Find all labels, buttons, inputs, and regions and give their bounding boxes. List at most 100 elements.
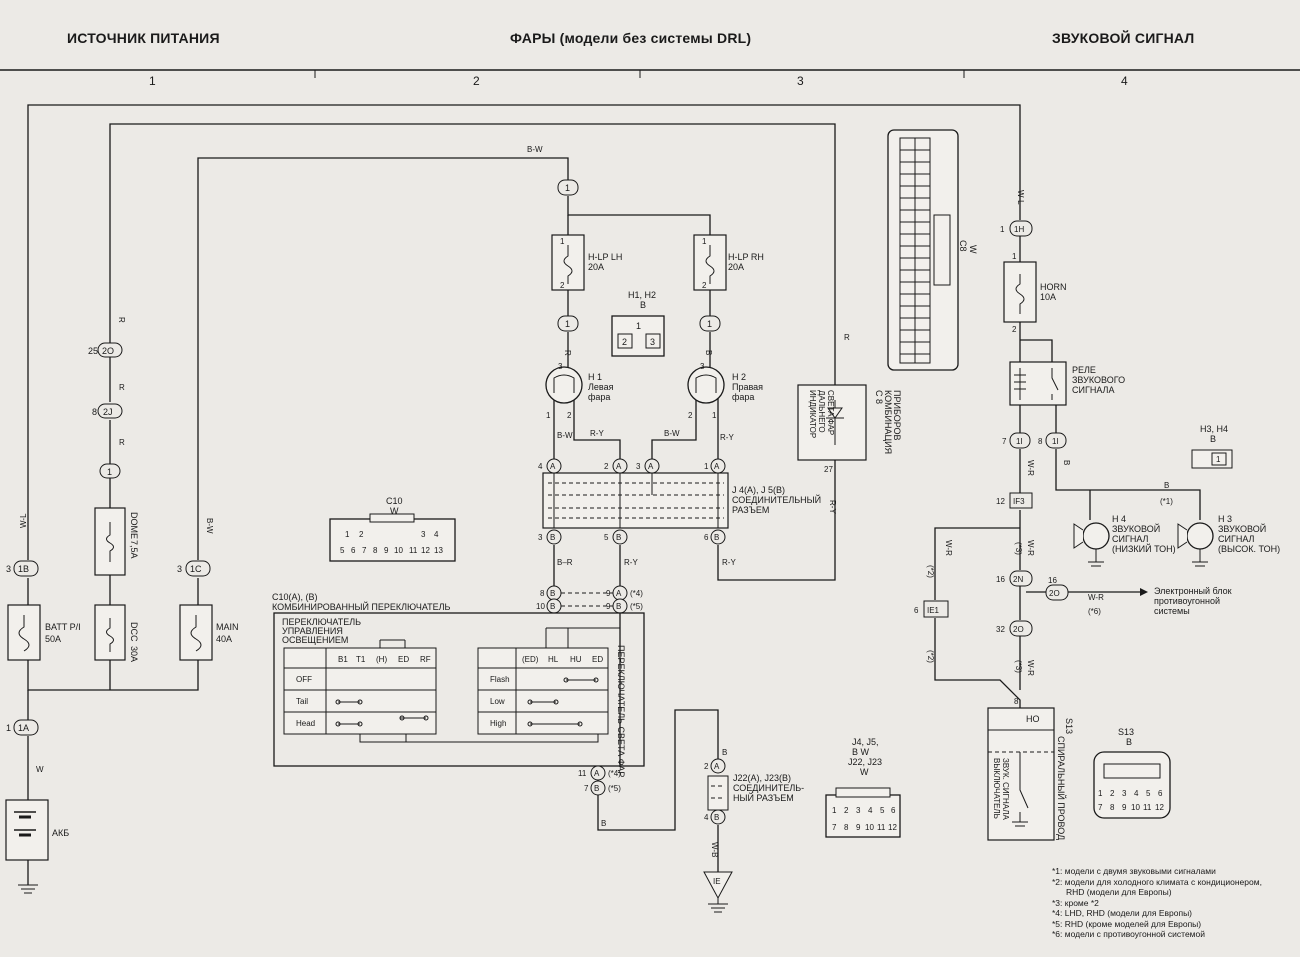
- svg-text:1: 1: [6, 723, 11, 733]
- wire-label-r: R: [117, 317, 126, 323]
- wire-label-r2: R: [119, 383, 125, 392]
- svg-text:9: 9: [606, 602, 611, 611]
- marker-3b: (*3): [1014, 660, 1023, 673]
- light-row-tail: Tail: [296, 697, 308, 706]
- svg-text:2O: 2O: [1013, 625, 1024, 634]
- connector-2j: 2J 8: [92, 403, 123, 419]
- connector-h3-h4-icon: 1: [1191, 449, 1233, 469]
- light-col-rf: RF: [420, 655, 431, 664]
- svg-text:3: 3: [538, 533, 543, 542]
- battery-symbol: [5, 799, 49, 861]
- marker-3a: (*3): [1014, 542, 1023, 555]
- svg-text:4: 4: [434, 530, 439, 539]
- h1-name2: фара: [588, 392, 610, 402]
- battery-label: АКБ: [52, 828, 69, 838]
- connector-1-right: 1: [699, 315, 721, 332]
- svg-text:9: 9: [606, 589, 611, 598]
- svg-text:8: 8: [540, 589, 545, 598]
- svg-text:2: 2: [704, 762, 709, 771]
- svg-text:2: 2: [1012, 325, 1017, 334]
- beam-col-hl: HL: [548, 655, 559, 664]
- h4-l2: СИГНАЛ: [1112, 534, 1149, 544]
- fuse-dcc-rating: 30A: [129, 646, 139, 662]
- svg-text:2N: 2N: [1013, 575, 1023, 584]
- svg-text:1: 1: [707, 319, 712, 329]
- svg-text:A: A: [714, 762, 720, 771]
- svg-text:A: A: [594, 769, 600, 778]
- svg-text:B: B: [594, 784, 599, 793]
- column-number-4: 4: [1121, 74, 1128, 88]
- svg-text:1: 1: [565, 183, 570, 193]
- marker-5a: (*5): [630, 602, 643, 611]
- light-col-b1: B1: [338, 655, 348, 664]
- svg-text:1B: 1B: [18, 564, 29, 574]
- svg-text:IE: IE: [713, 877, 721, 886]
- footnotes: *1: модели с двумя звуковыми сигналами *…: [1052, 866, 1262, 940]
- fuse-dcc-name: DCC: [129, 622, 139, 642]
- svg-text:2O: 2O: [1049, 589, 1060, 598]
- footnote-3: *3: кроме *2: [1052, 897, 1099, 908]
- svg-text:32: 32: [996, 625, 1005, 634]
- h3-l1: ЗВУКОВОЙ: [1218, 523, 1266, 534]
- svg-text:1: 1: [560, 237, 565, 246]
- svg-text:3: 3: [636, 462, 641, 471]
- svg-text:1: 1: [1000, 225, 1005, 234]
- beam-switch-label: ПЕРЕКЛЮЧАТЕЛЬ СВЕТА ФАР: [616, 645, 626, 777]
- fuse-hlp-rh-rating: 20A: [728, 262, 744, 272]
- fuse-batt-rating: 50A: [45, 634, 61, 644]
- s13-conn-id: S13: [1118, 727, 1134, 737]
- wire-label-wr-c: W-R: [1026, 660, 1035, 676]
- svg-text:1: 1: [1216, 455, 1221, 464]
- h4-id: H 4: [1112, 514, 1126, 524]
- fuse-batt-name: BATT P/I: [45, 622, 81, 632]
- svg-text:11: 11: [877, 823, 886, 832]
- s13-pin-ho: HO: [1026, 714, 1040, 724]
- h4-l1: ЗВУКОВОЙ: [1112, 523, 1160, 534]
- svg-text:2: 2: [1110, 789, 1115, 798]
- svg-text:5: 5: [1146, 789, 1151, 798]
- h2-name2: фара: [732, 392, 754, 402]
- wire-label-wr-d: W-R: [944, 540, 953, 556]
- j4-j5-label: J 4(A), J 5(B): [732, 485, 785, 495]
- svg-text:16: 16: [1048, 576, 1057, 585]
- svg-text:2: 2: [688, 411, 693, 420]
- h4-l3: (НИЗКИЙ ТОН): [1112, 543, 1176, 554]
- svg-text:4: 4: [868, 806, 873, 815]
- svg-text:2: 2: [622, 337, 627, 347]
- h1-name1: Левая: [588, 382, 614, 392]
- j-conn-l2: B W: [852, 747, 870, 757]
- svg-text:3: 3: [1122, 789, 1127, 798]
- wire-label-wr-b: W-R: [1026, 540, 1035, 556]
- wire-label-wb: W-B: [710, 842, 719, 857]
- wire-label-b-low: B: [601, 819, 606, 828]
- svg-text:5: 5: [340, 546, 345, 555]
- svg-text:A: A: [714, 462, 720, 471]
- fuse-dcc: [94, 604, 126, 661]
- footnote-4: *4: LHD, RHD (модели для Европы): [1052, 908, 1193, 918]
- svg-text:12: 12: [996, 497, 1005, 506]
- svg-text:1: 1: [565, 319, 570, 329]
- relay-l1: РЕЛЕ: [1072, 365, 1096, 375]
- connector-h1-h2-icon: 2 3 1: [611, 315, 665, 357]
- svg-text:1: 1: [704, 462, 709, 471]
- fuse-horn-rating: 10A: [1040, 292, 1056, 302]
- fuse-horn-name: HORN: [1040, 282, 1067, 292]
- svg-text:6: 6: [891, 806, 896, 815]
- column-number-2: 2: [473, 74, 480, 88]
- connector-1i-a: 1I 7: [1002, 432, 1031, 449]
- connector-1-top: 1: [557, 179, 579, 196]
- fuse-main: [179, 604, 213, 661]
- svg-text:8: 8: [1110, 803, 1115, 812]
- svg-text:4: 4: [538, 462, 543, 471]
- indicator-l2: ДАЛЬНЕГО: [817, 390, 826, 433]
- immob-l2: противоугонной: [1154, 596, 1220, 606]
- svg-text:25: 25: [88, 346, 98, 356]
- svg-text:2: 2: [567, 411, 572, 420]
- connector-1c: 1C 3: [177, 560, 211, 577]
- svg-text:1I: 1I: [1052, 437, 1059, 446]
- indicator-l3: СВЕТА ФАР: [826, 390, 835, 435]
- connector-1i-b: 1I 8: [1038, 432, 1067, 449]
- svg-text:12: 12: [1155, 803, 1164, 812]
- svg-text:6: 6: [351, 546, 356, 555]
